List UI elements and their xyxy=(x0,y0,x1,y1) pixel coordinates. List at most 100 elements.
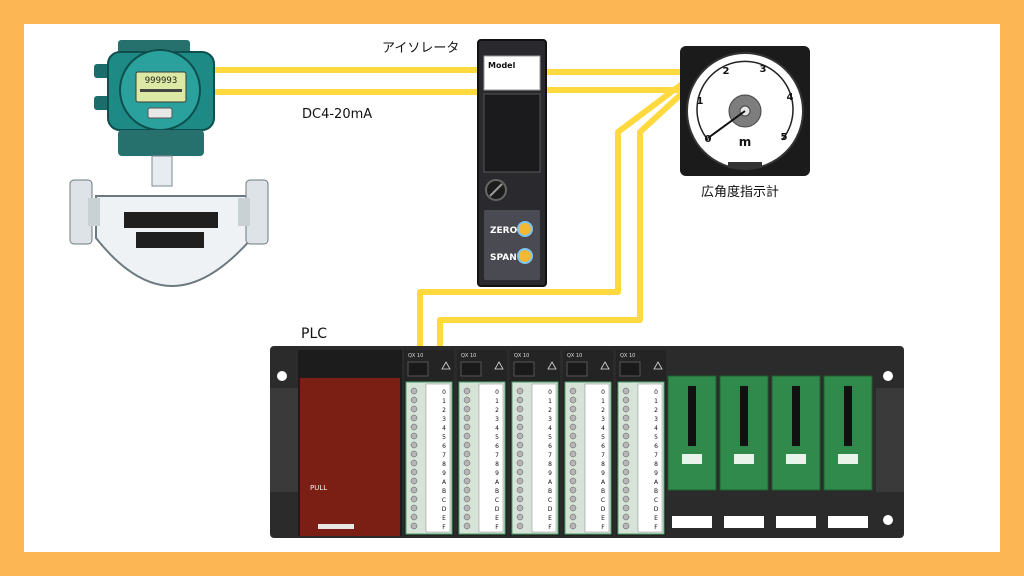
plc-io-screw xyxy=(622,504,630,512)
isolator-adjust-panel xyxy=(484,210,540,280)
plc-empty-slot-label-plate xyxy=(672,516,712,528)
plc-io-screw xyxy=(410,495,418,503)
plc-io-screw xyxy=(622,495,630,503)
plc-io-screw xyxy=(622,522,630,530)
plc-io-terminal-strip xyxy=(531,383,557,533)
flowmeter-top-cap xyxy=(118,40,190,54)
plc-power-brand-mark xyxy=(318,524,354,529)
label-signal: DC4-20mA xyxy=(302,107,372,122)
meter-scale-label: 2 xyxy=(723,66,730,77)
warning-icon xyxy=(600,361,610,370)
plc-io-terminal-label: C xyxy=(654,497,658,504)
plc-empty-slot-label-plate xyxy=(828,516,868,528)
isolator-span-trimmer[interactable] xyxy=(517,248,533,264)
plc-io-screw xyxy=(569,513,577,521)
wire-meter-to-plc-outer xyxy=(417,75,692,348)
plc-io-terminal-strip xyxy=(478,383,504,533)
plc-io-terminal-label: B xyxy=(601,488,605,495)
plc-io-screw xyxy=(569,441,577,449)
plc-empty-slot-connector xyxy=(740,386,748,446)
plc-io-module-label: QX 10 xyxy=(461,353,476,359)
isolator-rotary-switch-slot xyxy=(489,183,503,197)
plc-io-terminal-strip xyxy=(584,383,610,533)
plc-io-screw xyxy=(410,423,418,431)
plc-io-screw xyxy=(516,459,524,467)
plc-io-screw xyxy=(622,468,630,476)
plc-io-terminal-label: 9 xyxy=(442,470,446,477)
plc-io-terminal-label: 6 xyxy=(601,443,605,450)
plc-io-terminal-label: 8 xyxy=(601,461,605,468)
plc-io-terminal-label: 7 xyxy=(495,452,499,459)
plc-io-screw xyxy=(569,468,577,476)
plc-io-screw xyxy=(410,414,418,422)
plc-io-screw xyxy=(569,432,577,440)
signal-wires xyxy=(210,67,693,348)
plc-io-screw xyxy=(622,432,630,440)
plc-io-module-label: QX 10 xyxy=(620,353,635,359)
plc-io-screw xyxy=(516,432,524,440)
plc-io-screw xyxy=(622,513,630,521)
plc-empty-slot-label-plate xyxy=(724,516,764,528)
plc-io-terminal-label: E xyxy=(495,515,499,522)
plc-io-screw xyxy=(516,477,524,485)
isolator-window xyxy=(483,93,541,173)
plc-io-terminal-label: 9 xyxy=(548,470,552,477)
plc-io-terminal-label: 3 xyxy=(442,416,446,423)
plc-io-screw xyxy=(569,450,577,458)
plc-io-terminal-label: 0 xyxy=(654,389,658,396)
plc-io-terminal-label: 8 xyxy=(442,461,446,468)
plc-io-screw xyxy=(463,405,471,413)
plc-empty-slot-marking xyxy=(838,454,858,464)
warning-icon xyxy=(494,361,504,370)
plc-io-led-window xyxy=(619,361,641,377)
plc-io-screw xyxy=(410,504,418,512)
plc-io-screw xyxy=(463,495,471,503)
flowmeter-lower-cap xyxy=(118,130,204,156)
plc-empty-slot xyxy=(719,375,769,528)
plc-empty-slot-marking xyxy=(734,454,754,464)
plc-io-screw xyxy=(463,513,471,521)
plc-io-screw xyxy=(569,522,577,530)
plc-io-terminal-label: 2 xyxy=(601,407,605,414)
plc-io-terminal-label: C xyxy=(601,497,605,504)
meter-unit: m xyxy=(739,135,752,149)
flowmeter-pipe-stub-right xyxy=(238,198,250,226)
plc-io-terminal-label: 0 xyxy=(495,389,499,396)
plc-io-screw xyxy=(622,396,630,404)
plc-io-screw xyxy=(410,450,418,458)
meter-scale-label: 4 xyxy=(787,92,794,103)
plc-io-screw xyxy=(569,486,577,494)
plc-io-terminal-label: 0 xyxy=(601,389,605,396)
plc-io-terminal-label: A xyxy=(601,479,606,486)
plc-io-screw xyxy=(622,486,630,494)
plc-empty-slot xyxy=(667,375,717,528)
isolator-zero-trimmer[interactable] xyxy=(517,221,533,237)
warning-icon xyxy=(547,361,557,370)
plc-empty-slot xyxy=(823,375,873,528)
plc-io-terminal-label: 4 xyxy=(654,425,658,432)
flowmeter-nameplate xyxy=(124,212,218,228)
plc-mount-hole-top-right xyxy=(883,371,893,381)
plc-io-terminal-label: 8 xyxy=(654,461,658,468)
plc-io-terminal-label: 1 xyxy=(601,398,605,405)
plc-io-screw xyxy=(569,405,577,413)
plc-io-terminal-label: 7 xyxy=(601,452,605,459)
plc-io-terminal-label: 2 xyxy=(654,407,658,414)
plc-empty-slot-marking xyxy=(682,454,702,464)
plc-io-screw xyxy=(410,405,418,413)
plc-io-screw xyxy=(516,414,524,422)
meter-scale-label: 5 xyxy=(781,132,788,143)
plc-io-led-window xyxy=(460,361,482,377)
plc-io-terminal-label: E xyxy=(548,515,552,522)
plc-io-screw xyxy=(569,504,577,512)
plc-io-terminal-label: D xyxy=(442,506,447,513)
plc-io-terminal-label: 7 xyxy=(548,452,552,459)
isolator-zero-label: ZERO xyxy=(490,226,518,236)
plc-io-screw xyxy=(463,468,471,476)
plc-io-terminal-label: F xyxy=(654,524,658,531)
